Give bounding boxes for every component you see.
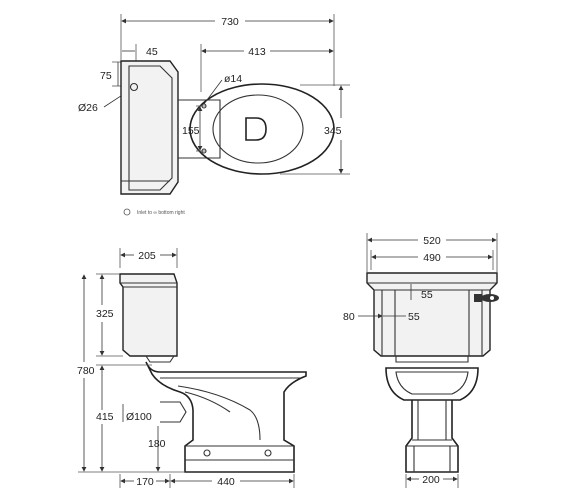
dim-base-length-label: 440	[217, 476, 235, 488]
dim-cistern-width-front-label: 490	[423, 252, 441, 264]
dim-inlet-dia-label: Ø26	[78, 102, 98, 114]
dim-outlet-dia: Ø100	[122, 404, 152, 423]
inlet-note: Inlet to ∞ bottom right	[123, 208, 185, 216]
dim-outlet-height: 180	[148, 426, 166, 472]
dim-inlet-height-label: 75	[100, 70, 112, 82]
dim-foot-width: 200	[405, 474, 459, 488]
dim-lever-offset-h-label: 55	[408, 311, 420, 323]
dim-cistern-width-label: 205	[138, 250, 156, 262]
dim-cistern-height: 325	[96, 273, 123, 357]
dim-lever-offset-h: 55	[383, 311, 420, 323]
dim-fixing-dia-label: ø14	[224, 73, 242, 85]
bowl-neck	[178, 99, 221, 159]
dim-fixing-span-label: 155	[182, 125, 200, 137]
cistern-side	[119, 273, 178, 363]
front-view: 520 490 55	[343, 233, 499, 488]
cistern-front	[366, 272, 499, 357]
dim-lever-offset-v-label: 55	[421, 289, 433, 301]
dim-fixing-span: 155	[182, 105, 206, 152]
note-bullet-icon	[123, 208, 131, 216]
dim-cistern-offset-label: 45	[146, 46, 158, 58]
inlet-note-text: Inlet to ∞ bottom right	[137, 210, 185, 216]
d-shape-outlet-icon	[245, 117, 267, 141]
fixing-bolt-icon	[264, 449, 272, 457]
dim-seat-height-label: 415	[96, 411, 114, 423]
flush-lever-icon	[474, 294, 499, 302]
dim-cistern-offset: 45	[122, 44, 158, 62]
dim-total-height-label: 780	[77, 365, 95, 377]
dim-foot-width-label: 200	[422, 474, 440, 486]
dim-base-length: 440	[170, 474, 295, 488]
dim-lever-side: 80	[343, 311, 383, 323]
top-view: 730 45 413 75 Ø26	[78, 14, 350, 216]
dim-width-total: 730	[120, 14, 335, 86]
dim-cistern-height-label: 325	[96, 308, 114, 320]
dim-outlet-height-label: 180	[148, 438, 166, 450]
dim-fixing-dia: ø14	[203, 73, 242, 105]
dim-outlet-dia-label: Ø100	[126, 411, 152, 423]
side-view: 205 325	[77, 248, 307, 488]
dim-lever-side-label: 80	[343, 311, 355, 323]
cistern-top	[120, 60, 179, 195]
dim-cistern-width: 205	[119, 248, 178, 268]
dim-lid-width-label: 520	[423, 235, 441, 247]
bowl-front	[385, 356, 479, 473]
pan-side	[145, 361, 307, 473]
dim-bowl-depth-label: 413	[248, 46, 266, 58]
dim-seat-height: 415	[96, 364, 152, 472]
fixing-bolt-icon	[203, 449, 211, 457]
inlet-hole-icon	[129, 82, 139, 92]
bowl-top	[189, 83, 335, 175]
dim-width-total-label: 730	[221, 16, 239, 28]
dim-bowl-depth: 413	[200, 44, 334, 92]
dim-bowl-width-label: 345	[324, 125, 342, 137]
dim-lever-offset-v: 55	[410, 284, 433, 301]
dim-outlet-offset: 170	[119, 474, 171, 488]
dim-outlet-offset-label: 170	[136, 476, 154, 488]
dim-total-height: 780	[77, 274, 185, 473]
dim-lid-width: 520	[366, 233, 498, 272]
dim-cistern-width-front: 490	[370, 250, 494, 270]
dim-bowl-width: 345	[280, 84, 350, 175]
